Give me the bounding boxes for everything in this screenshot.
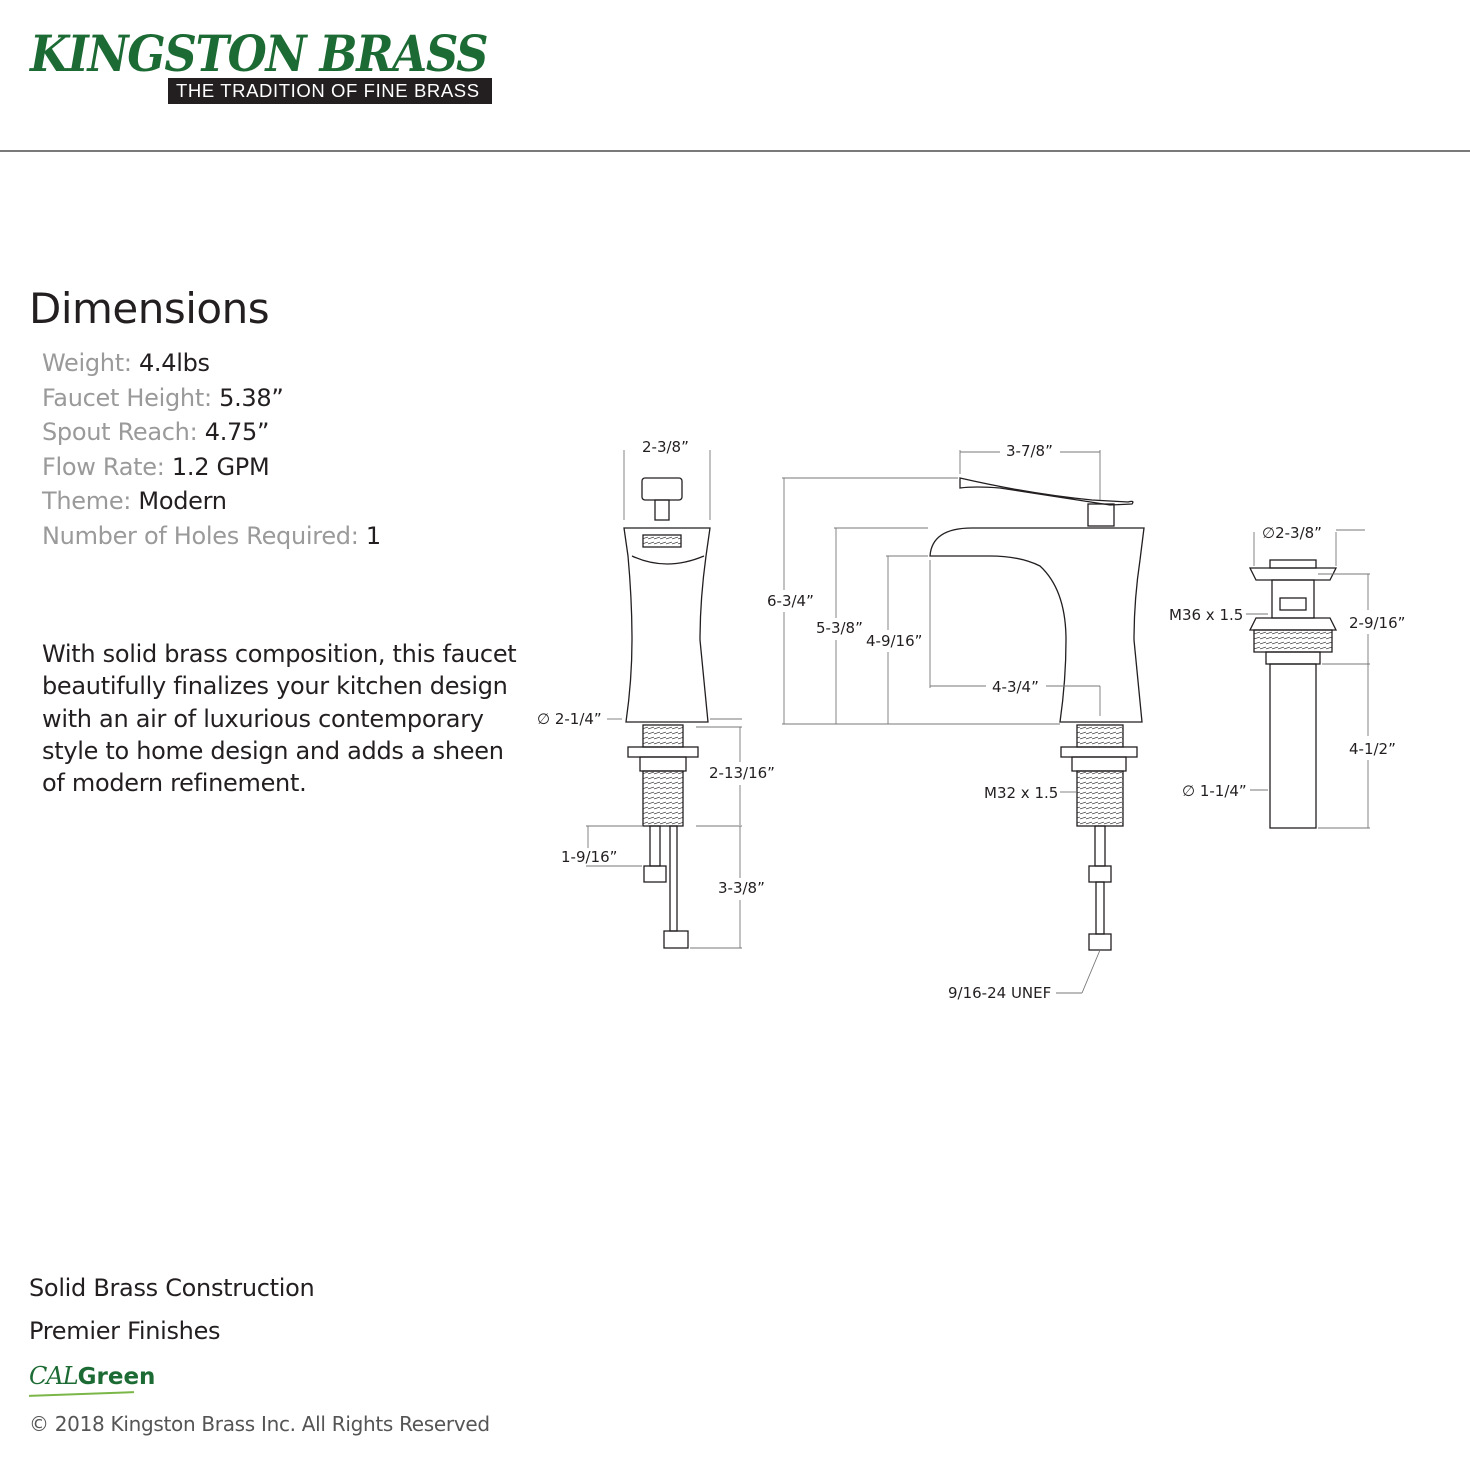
front-spout-height-label: 5-3/8” bbox=[816, 619, 863, 637]
front-handle-length-label: 3-7/8” bbox=[1006, 442, 1053, 460]
spec-flow-rate: Flow Rate: 1.2 GPM bbox=[42, 452, 270, 481]
side-top-width-label: 2-3/8” bbox=[642, 438, 689, 456]
side-supply-length-label: 3-3/8” bbox=[718, 879, 765, 897]
side-shank-length-label: 2-13/16” bbox=[709, 764, 775, 782]
dimension-lines bbox=[586, 450, 1370, 994]
spec-theme: Theme: Modern bbox=[42, 487, 227, 515]
drain-body-height-label: 2-9/16” bbox=[1349, 614, 1405, 632]
spec-weight: Weight: 4.4lbs bbox=[42, 349, 210, 377]
spec-faucet-height: Faucet Height: 5.38” bbox=[42, 383, 284, 412]
drain-thread-label: M36 x 1.5 bbox=[1169, 606, 1243, 624]
front-overall-height-label: 6-3/4” bbox=[767, 592, 814, 610]
side-connector-length-label: 1-9/16” bbox=[561, 848, 617, 866]
front-view-drawing bbox=[929, 477, 1145, 951]
brand-tagline: THE TRADITION OF FINE BRASS bbox=[168, 78, 492, 104]
copyright: © 2018 Kingston Brass Inc. All Rights Re… bbox=[29, 1412, 490, 1436]
spec-holes: Number of Holes Required: 1 bbox=[42, 521, 381, 550]
brand-logo: KINGSTON BRASS THE TRADITION OF FINE BRA… bbox=[30, 24, 538, 104]
feature-premier-finishes: Premier Finishes bbox=[29, 1317, 221, 1345]
drain-tail-length-label: 4-1/2” bbox=[1349, 740, 1396, 758]
brand-name: KINGSTON BRASS bbox=[30, 24, 489, 83]
side-base-diameter-label: ∅ 2-1/4” bbox=[537, 710, 602, 728]
front-spout-clearance-label: 4-9/16” bbox=[866, 632, 922, 650]
drain-cap-diameter-label: ∅2-3/8” bbox=[1262, 524, 1322, 542]
front-spout-reach-label: 4-3/4” bbox=[992, 678, 1039, 696]
header-divider bbox=[0, 150, 1470, 152]
drain-view-drawing bbox=[1248, 559, 1338, 829]
calgreen-logo: CALGreen bbox=[28, 1362, 155, 1397]
side-view-drawing bbox=[623, 477, 711, 949]
feature-solid-brass: Solid Brass Construction bbox=[29, 1274, 315, 1302]
spec-spout-reach: Spout Reach: 4.75” bbox=[42, 418, 270, 446]
front-supply-thread-label: 9/16-24 UNEF bbox=[948, 984, 1051, 1002]
spec-list: Weight: 4.4lbs Faucet Height: 5.38” Spou… bbox=[42, 346, 381, 553]
dimensions-title: Dimensions bbox=[29, 284, 270, 333]
product-description: With solid brass composition, this fauce… bbox=[42, 640, 517, 798]
front-thread-label: M32 x 1.5 bbox=[984, 784, 1058, 802]
drain-tail-diameter-label: ∅ 1-1/4” bbox=[1182, 782, 1247, 800]
